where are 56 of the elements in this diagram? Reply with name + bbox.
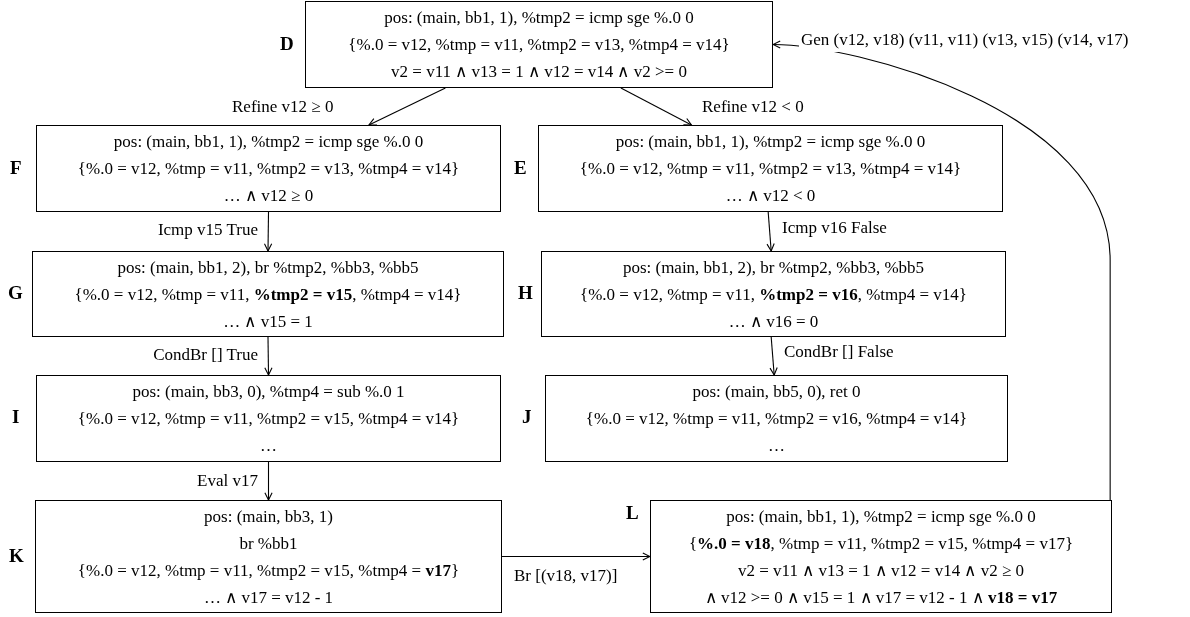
state-letter: H bbox=[518, 282, 533, 304]
state-text: pos: (main, bb1, 1), %tmp2 = icmp sge %.0 0 bbox=[726, 505, 1036, 528]
state-text: {%.0 = v12, %tmp = v11, %tmp2 = v15, %tmp4 = v17} bbox=[77, 559, 460, 582]
state-text: … bbox=[260, 435, 277, 457]
state-box bbox=[36, 125, 501, 212]
state-box bbox=[538, 125, 1003, 212]
state-box bbox=[545, 375, 1008, 462]
arrow bbox=[620, 87, 692, 126]
state-letter: I bbox=[12, 406, 20, 428]
state-text: {%.0 = v12, %tmp = v11, %tmp2 = v13, %tmp4 = v14} bbox=[77, 158, 460, 180]
state-letter: E bbox=[514, 157, 527, 179]
state-box bbox=[32, 251, 504, 337]
state-text: v2 = v11 ∧ v13 = 1 ∧ v12 = v14 ∧ v2 ≥ 0 bbox=[738, 559, 1024, 582]
arrow bbox=[263, 211, 273, 252]
arrow bbox=[264, 336, 273, 376]
state-box bbox=[36, 375, 501, 462]
state-text: {%.0 = v12, %tmp = v11, %tmp2 = v16, %tmp4 = v14} bbox=[585, 408, 968, 430]
state-text: … ∧ v12 ≥ 0 bbox=[223, 185, 314, 207]
state-text: {%.0 = v12, %tmp = v11, %tmp2 = v13, %tmp4 = v14} bbox=[579, 158, 962, 180]
state-letter: L bbox=[626, 502, 639, 524]
state-text: … ∧ v12 < 0 bbox=[725, 185, 816, 207]
state-text: pos: (main, bb1, 1), %tmp2 = icmp sge %.0 0 bbox=[113, 131, 424, 153]
arrow bbox=[368, 87, 446, 126]
arrow bbox=[772, 40, 1111, 501]
state-text: … ∧ v16 = 0 bbox=[728, 310, 819, 333]
state-box bbox=[305, 1, 773, 88]
state-box bbox=[35, 500, 502, 613]
state-text: {%.0 = v12, %tmp = v11, %tmp2 = v16, %tmp4 = v14} bbox=[579, 283, 968, 306]
state-letter: F bbox=[10, 157, 22, 179]
arrow bbox=[264, 461, 273, 501]
state-text: … bbox=[768, 435, 785, 457]
state-text: {%.0 = v12, %tmp = v11, %tmp2 = v13, %tmp4 = v14} bbox=[348, 34, 730, 56]
state-text: pos: (main, bb1, 2), br %tmp2, %bb3, %bb5 bbox=[117, 256, 419, 279]
state-text: {%.0 = v12, %tmp = v11, %tmp2 = v15, %tmp4 = v14} bbox=[77, 408, 460, 430]
state-text: ∧ v12 >= 0 ∧ v15 = 1 ∧ v17 = v12 - 1 ∧ v18 = v17 bbox=[704, 586, 1058, 609]
state-text: pos: (main, bb5, 0), ret 0 bbox=[692, 381, 861, 403]
state-text: v2 = v11 ∧ v13 = 1 ∧ v12 = v14 ∧ v2 >= 0 bbox=[391, 61, 687, 83]
state-text: … ∧ v15 = 1 bbox=[223, 310, 313, 333]
state-letter: J bbox=[522, 406, 532, 428]
state-text: {%.0 = v18, %tmp = v11, %tmp2 = v15, %tmp4 = v17} bbox=[688, 532, 1074, 555]
state-box bbox=[650, 500, 1112, 613]
arrow bbox=[766, 211, 775, 252]
state-text: pos: (main, bb1, 1), %tmp2 = icmp sge %.0 0 bbox=[615, 131, 926, 153]
state-text: pos: (main, bb3, 1) bbox=[204, 505, 333, 528]
state-text: … ∧ v17 = v12 - 1 bbox=[203, 586, 334, 609]
state-text: pos: (main, bb3, 0), %tmp4 = sub %.0 1 bbox=[132, 381, 405, 403]
state-letter: K bbox=[9, 545, 24, 567]
state-letter: G bbox=[8, 282, 23, 304]
state-text: br %bb1 bbox=[239, 532, 298, 555]
arrow bbox=[501, 552, 651, 561]
state-text: pos: (main, bb1, 1), %tmp2 = icmp sge %.0 0 bbox=[384, 7, 694, 29]
arrow bbox=[769, 336, 778, 376]
state-box bbox=[541, 251, 1006, 337]
state-text: pos: (main, bb1, 2), br %tmp2, %bb3, %bb5 bbox=[622, 256, 925, 279]
state-letter: D bbox=[280, 33, 294, 55]
state-text: {%.0 = v12, %tmp = v11, %tmp2 = v15, %tmp4 = v14} bbox=[74, 283, 462, 306]
